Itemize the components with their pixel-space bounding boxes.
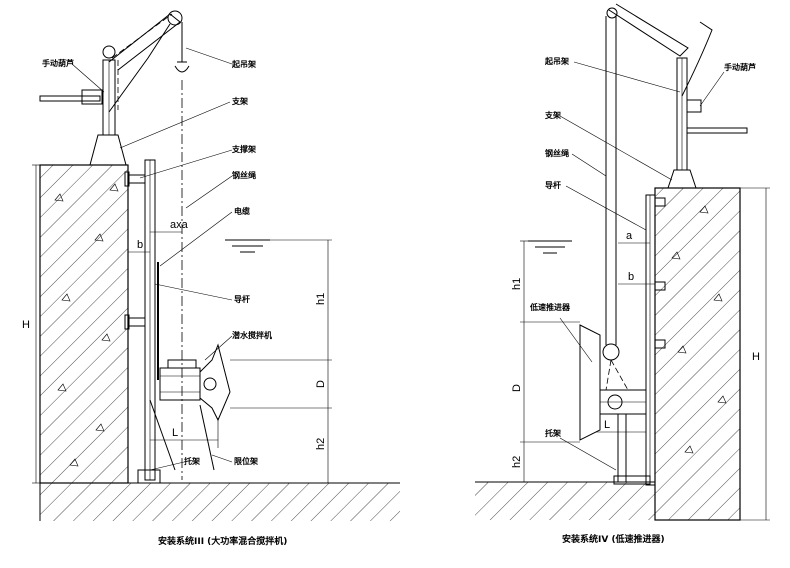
left-ground	[40, 483, 400, 521]
left-label-brace: 支撑架	[231, 144, 256, 154]
left-caption: 安装系统III (大功率混合搅拌机)	[158, 535, 287, 547]
left-label-crane: 起吊架	[231, 59, 256, 69]
left-wall-aggregate	[54, 183, 119, 467]
right-caption: 安装系统IV (低速推进器)	[562, 533, 665, 545]
left-dim-L: L	[172, 427, 178, 439]
right-label-pusher: 低速推进器	[529, 302, 571, 312]
right-label-support: 支架	[544, 110, 561, 120]
left-dim-D: D	[315, 380, 327, 388]
right-dim-h1: h1	[511, 278, 523, 290]
right-label-hoist: 手动葫芦	[724, 62, 756, 72]
left-label-mixer: 潜水搅拌机	[232, 330, 272, 340]
right-label-rail: 导杆	[545, 180, 561, 190]
right-dim-L: L	[604, 419, 610, 431]
right-dim-D: D	[511, 384, 523, 392]
right-drawing: h1 D h2 a b L H 起吊架 手动葫芦 支架 钢丝绳 导杆 低速推进器…	[475, 3, 770, 545]
left-label-support: 支架	[231, 96, 248, 106]
right-ground	[475, 482, 655, 520]
left-wall	[39, 164, 129, 484]
right-wall	[654, 187, 741, 521]
left-dim-b: b	[137, 239, 143, 251]
right-label-bracket: 托架	[545, 428, 561, 438]
left-label-hoist: 手动葫芦	[42, 58, 74, 68]
right-dim-H: H	[752, 351, 760, 363]
right-wall-aggregate	[671, 205, 727, 454]
left-label-limiter: 限位架	[234, 456, 258, 466]
left-label-rope: 钢丝绳	[232, 170, 256, 180]
right-dim-h2: h2	[511, 456, 523, 468]
right-dim-a: a	[626, 230, 633, 242]
left-label-cable: 电缆	[234, 206, 250, 216]
right-dim-b: b	[628, 271, 634, 283]
right-label-crane: 起吊架	[544, 56, 569, 66]
left-label-bracket: 托架	[184, 456, 200, 466]
left-label-rail: 导杆	[234, 294, 250, 304]
left-dim-H: H	[22, 319, 30, 331]
left-dim-h1: h1	[315, 293, 327, 305]
left-dim-h2: h2	[315, 438, 327, 450]
right-label-rope: 钢丝绳	[545, 148, 569, 158]
left-drawing: H axa b h1 D h2 L 手动葫芦 起吊架 支架 支撑架 钢丝绳 电缆	[22, 10, 400, 547]
left-dim-axa: axa	[170, 219, 189, 231]
